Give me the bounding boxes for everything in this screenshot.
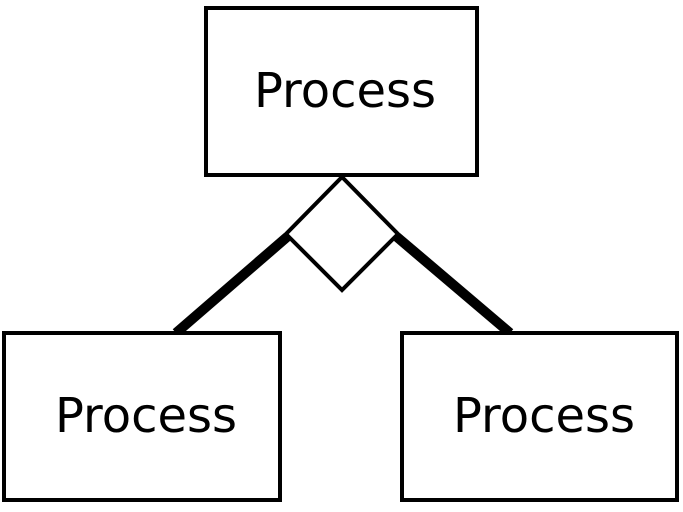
connector-diamond-to-bottom-left [172,233,291,337]
process-top-rect[interactable] [204,6,479,177]
process-bottom-left-rect[interactable] [2,331,282,502]
merge-diamond-shape[interactable] [283,174,401,293]
connector-diamond-to-bottom-right [393,233,514,337]
process-top-label: Process [254,63,436,119]
node-merge-diamond[interactable] [283,174,401,293]
node-process-bottom-left[interactable]: Process [2,331,282,502]
process-bottom-right-label: Process [453,388,635,444]
node-process-bottom-right[interactable]: Process [400,331,679,502]
process-bottom-right-rect[interactable] [400,331,679,502]
node-process-top[interactable]: Process [204,6,479,177]
process-bottom-left-label: Process [55,388,237,444]
